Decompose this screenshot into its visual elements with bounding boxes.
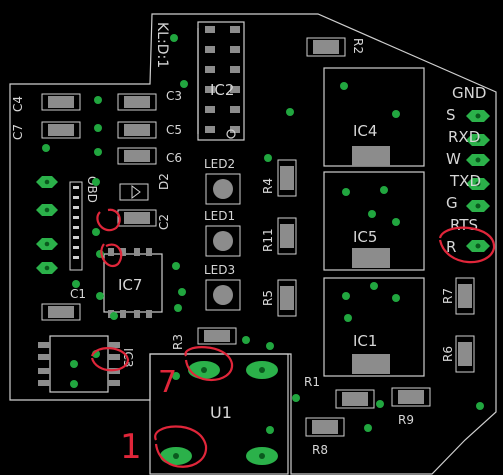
r7-label: R7 <box>441 288 455 304</box>
annotation-circle-u1-pin7 <box>184 346 234 382</box>
annotation-pin1-label: 1 <box>120 427 142 467</box>
ic3-package: IC3 <box>38 335 135 393</box>
c1-label: C1 <box>70 287 86 301</box>
serial-connector: GND S RXD W TXD G RTS R <box>446 84 490 256</box>
r6-label: R6 <box>441 346 455 362</box>
ic4-label: IC4 <box>353 122 377 140</box>
annotation-circle-d2 <box>96 208 121 232</box>
c7-label: C7 <box>11 124 25 140</box>
obd-header: OBD <box>36 176 99 274</box>
leds: LED2 LED1 LED3 <box>204 157 241 311</box>
pin-txd-label: TXD <box>449 172 481 190</box>
c1: C1 <box>41 287 86 321</box>
r2-label: R2 <box>351 38 365 54</box>
annotation-circle-rts <box>438 226 496 264</box>
annotation-pin7-label: 7 <box>158 365 177 400</box>
u1-label: U1 <box>210 403 232 422</box>
ic7-label: IC7 <box>118 276 142 294</box>
resistors-bottom: R1 R9 R8 <box>304 375 431 457</box>
r2: R2 <box>306 37 365 57</box>
r5-label: R5 <box>261 290 275 306</box>
pin-gnd-label: GND <box>452 84 486 102</box>
board-outline <box>9 13 497 475</box>
r8-label: R8 <box>312 443 328 457</box>
c5-label: C5 <box>166 123 182 137</box>
d2-label: D2 <box>157 173 171 190</box>
c4-label: C4 <box>11 96 25 112</box>
led3-label: LED3 <box>204 263 235 277</box>
u1-module: U1 <box>149 353 289 475</box>
pin-rts-label: RTS <box>450 216 478 234</box>
annotation-circle-ic3 <box>90 347 130 372</box>
led2-label: LED2 <box>204 157 235 171</box>
pin-s-label: S <box>446 106 456 124</box>
r4-label: R4 <box>261 178 275 194</box>
pin-rxd-label: RXD <box>448 128 480 146</box>
ic2-label: IC2 <box>210 81 234 99</box>
board-title: KL:D:1 <box>154 22 170 68</box>
c3-label: C3 <box>166 89 182 103</box>
r3: R3 <box>171 327 237 350</box>
resistors-mid: R4 R11 R5 <box>261 159 297 317</box>
resistors-right: R7 R6 <box>441 277 475 373</box>
vias <box>42 34 484 434</box>
r1-label: R1 <box>304 375 320 389</box>
pin-g-label: G <box>446 194 458 212</box>
pin-r-label: R <box>446 238 456 256</box>
capacitors-left: C4 C7 C3 C5 C6 <box>11 89 182 165</box>
c2: C2 <box>117 209 171 230</box>
ic1-package: IC1 <box>323 277 425 377</box>
r9-label: R9 <box>398 413 414 427</box>
ic2-package: IC2 <box>197 21 245 141</box>
annotation-circle-ic7-pin <box>100 243 123 267</box>
ic5-label: IC5 <box>353 228 377 246</box>
annotation-circle-u1-pin1 <box>154 425 208 468</box>
ic4-package: IC4 <box>323 67 425 167</box>
ic7-package: IC7 <box>103 248 163 318</box>
d2: D2 <box>119 173 171 201</box>
ic1-label: IC1 <box>353 332 377 350</box>
r11-label: R11 <box>261 228 275 252</box>
c2-label: C2 <box>157 214 171 230</box>
pin-w-label: W <box>446 150 461 168</box>
r3-label: R3 <box>171 334 185 350</box>
led1-label: LED1 <box>204 209 235 223</box>
ic5-package: IC5 <box>323 171 425 271</box>
red-annotations <box>90 208 496 468</box>
c6-label: C6 <box>166 151 182 165</box>
